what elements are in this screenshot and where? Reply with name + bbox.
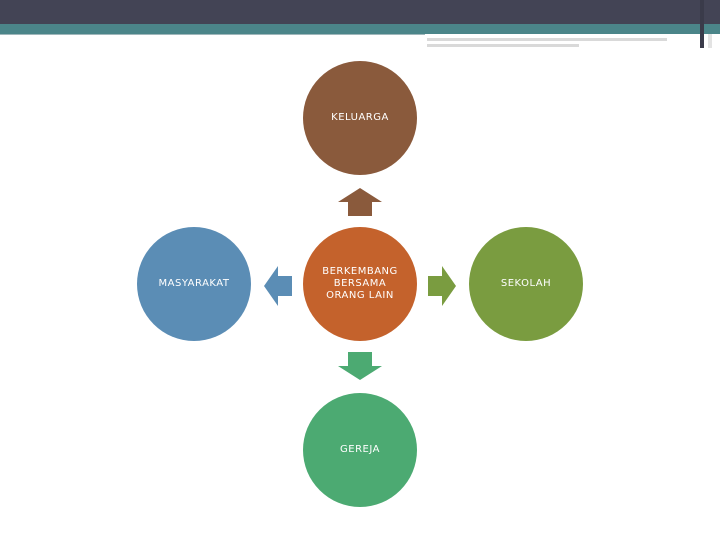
node-center-label: BERKEMBANG BERSAMA ORANG LAIN: [322, 266, 398, 301]
decor-bar: [427, 38, 667, 41]
decor-bar: [700, 0, 704, 48]
title-bar: [0, 0, 720, 24]
accent-stripe: [0, 24, 720, 34]
decor-bar: [708, 34, 712, 48]
node-masyarakat-label: MASYARAKAT: [158, 278, 230, 289]
node-keluarga: KELUARGA: [303, 61, 417, 175]
node-sekolah-label: SEKOLAH: [500, 278, 552, 289]
node-sekolah: SEKOLAH: [469, 227, 583, 341]
decor-bar: [427, 44, 579, 47]
arrow-down-icon: [338, 352, 382, 380]
node-keluarga-label: KELUARGA: [331, 112, 389, 123]
arrow-up-icon: [338, 188, 382, 216]
arrow-left-icon: [264, 266, 292, 306]
node-masyarakat: MASYARAKAT: [137, 227, 251, 341]
accent-line: [0, 34, 425, 35]
node-center: BERKEMBANG BERSAMA ORANG LAIN: [303, 227, 417, 341]
node-gereja-label: GEREJA: [340, 444, 380, 455]
arrow-right-icon: [428, 266, 456, 306]
node-gereja: GEREJA: [303, 393, 417, 507]
